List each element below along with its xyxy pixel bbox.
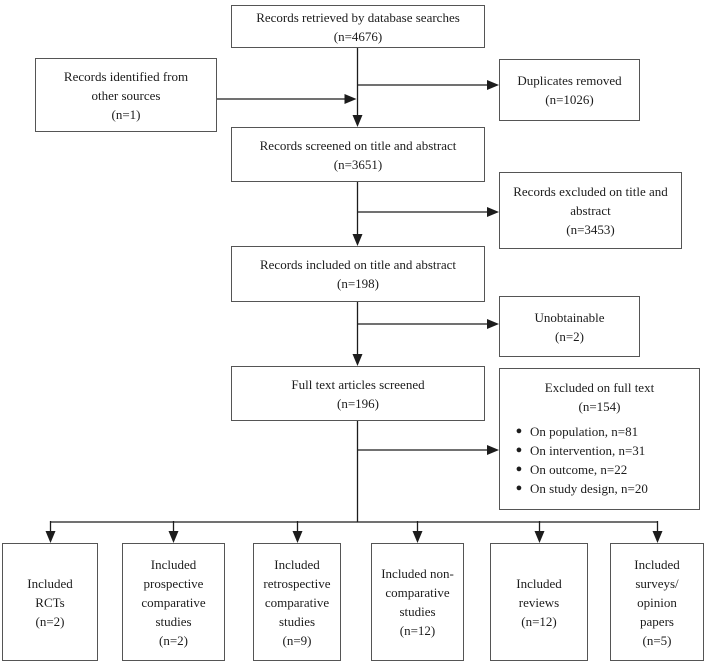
box-count: (n=154): [578, 399, 621, 414]
list-item: ● On study design, n=20: [500, 479, 699, 498]
list-item: ● On intervention, n=31: [500, 441, 699, 460]
box-excluded-fulltext: Excluded on full text (n=154) ● On popul…: [499, 368, 700, 510]
box-included-title-abstract: Records included on title and abstract (…: [231, 246, 485, 302]
box-label: Records retrieved by database searches: [256, 9, 460, 25]
box-label: Records screened on title and abstract: [259, 137, 457, 153]
box-label: Records excluded on title and abstract: [513, 184, 668, 218]
box-included-reviews: Included reviews (n=12): [490, 543, 588, 661]
box-label: Included RCTs: [27, 575, 73, 610]
list-item: ● On population, n=81: [500, 422, 699, 441]
box-label: Full text articles screened: [291, 376, 425, 392]
box-label: Included prospective comparative studies: [141, 556, 206, 629]
box-included-prospective: Included prospective comparative studies…: [122, 543, 225, 661]
box-label: Records included on title and abstract: [259, 257, 457, 272]
box-count: (n=2): [35, 613, 65, 629]
bullet-icon: ●: [515, 482, 523, 494]
box-count: (n=3651): [333, 156, 383, 172]
box-count: (n=12): [521, 613, 557, 629]
box-other-sources: Records identified from other sources (n…: [35, 58, 217, 132]
box-label: Records identified from other sources: [63, 68, 189, 103]
list-item-text: On intervention, n=31: [530, 443, 646, 458]
box-count: (n=1026): [545, 92, 594, 107]
box-label: Included retrospective comparative studi…: [263, 556, 331, 629]
list-item-text: On outcome, n=22: [530, 462, 628, 477]
box-count: (n=2): [555, 328, 584, 344]
box-label: Unobtainable: [534, 309, 605, 325]
box-count: (n=2): [159, 632, 188, 648]
box-count: (n=196): [337, 395, 379, 411]
box-fulltext-screened: Full text articles screened (n=196): [231, 366, 485, 421]
box-count: (n=9): [282, 632, 312, 648]
box-label: Included non-comparative studies: [381, 566, 454, 619]
box-count: (n=1): [111, 106, 141, 122]
box-count: (n=3453): [566, 222, 615, 237]
box-count: (n=12): [399, 623, 436, 638]
box-duplicates-removed: Duplicates removed (n=1026): [499, 59, 640, 121]
list-item: ● On outcome, n=22: [500, 460, 699, 479]
box-included-noncomparative: Included non-comparative studies (n=12): [371, 543, 464, 661]
box-count: (n=5): [642, 632, 672, 648]
box-excluded-title-abstract: Records excluded on title and abstract (…: [499, 172, 682, 249]
box-records-retrieved: Records retrieved by database searches (…: [231, 5, 485, 48]
bullet-icon: ●: [515, 444, 523, 456]
box-included-retrospective: Included retrospective comparative studi…: [253, 543, 341, 661]
box-label: Duplicates removed: [517, 73, 622, 88]
box-included-surveys: Included surveys/ opinion papers (n=5): [610, 543, 704, 661]
list-item-text: On population, n=81: [530, 424, 639, 439]
box-label: Included surveys/ opinion papers: [634, 556, 680, 629]
box-records-screened: Records screened on title and abstract (…: [231, 127, 485, 182]
box-included-rcts: Included RCTs (n=2): [2, 543, 98, 661]
box-label: Excluded on full text: [544, 380, 655, 395]
box-count: (n=198): [337, 276, 379, 291]
box-label: Included reviews: [516, 575, 562, 610]
bullet-icon: ●: [515, 463, 523, 475]
list-item-text: On study design, n=20: [530, 481, 648, 496]
bullet-icon: ●: [515, 425, 523, 437]
exclusion-reason-list: ● On population, n=81 ● On intervention,…: [500, 422, 699, 498]
box-unobtainable: Unobtainable (n=2): [499, 296, 640, 357]
box-count: (n=4676): [333, 28, 383, 44]
